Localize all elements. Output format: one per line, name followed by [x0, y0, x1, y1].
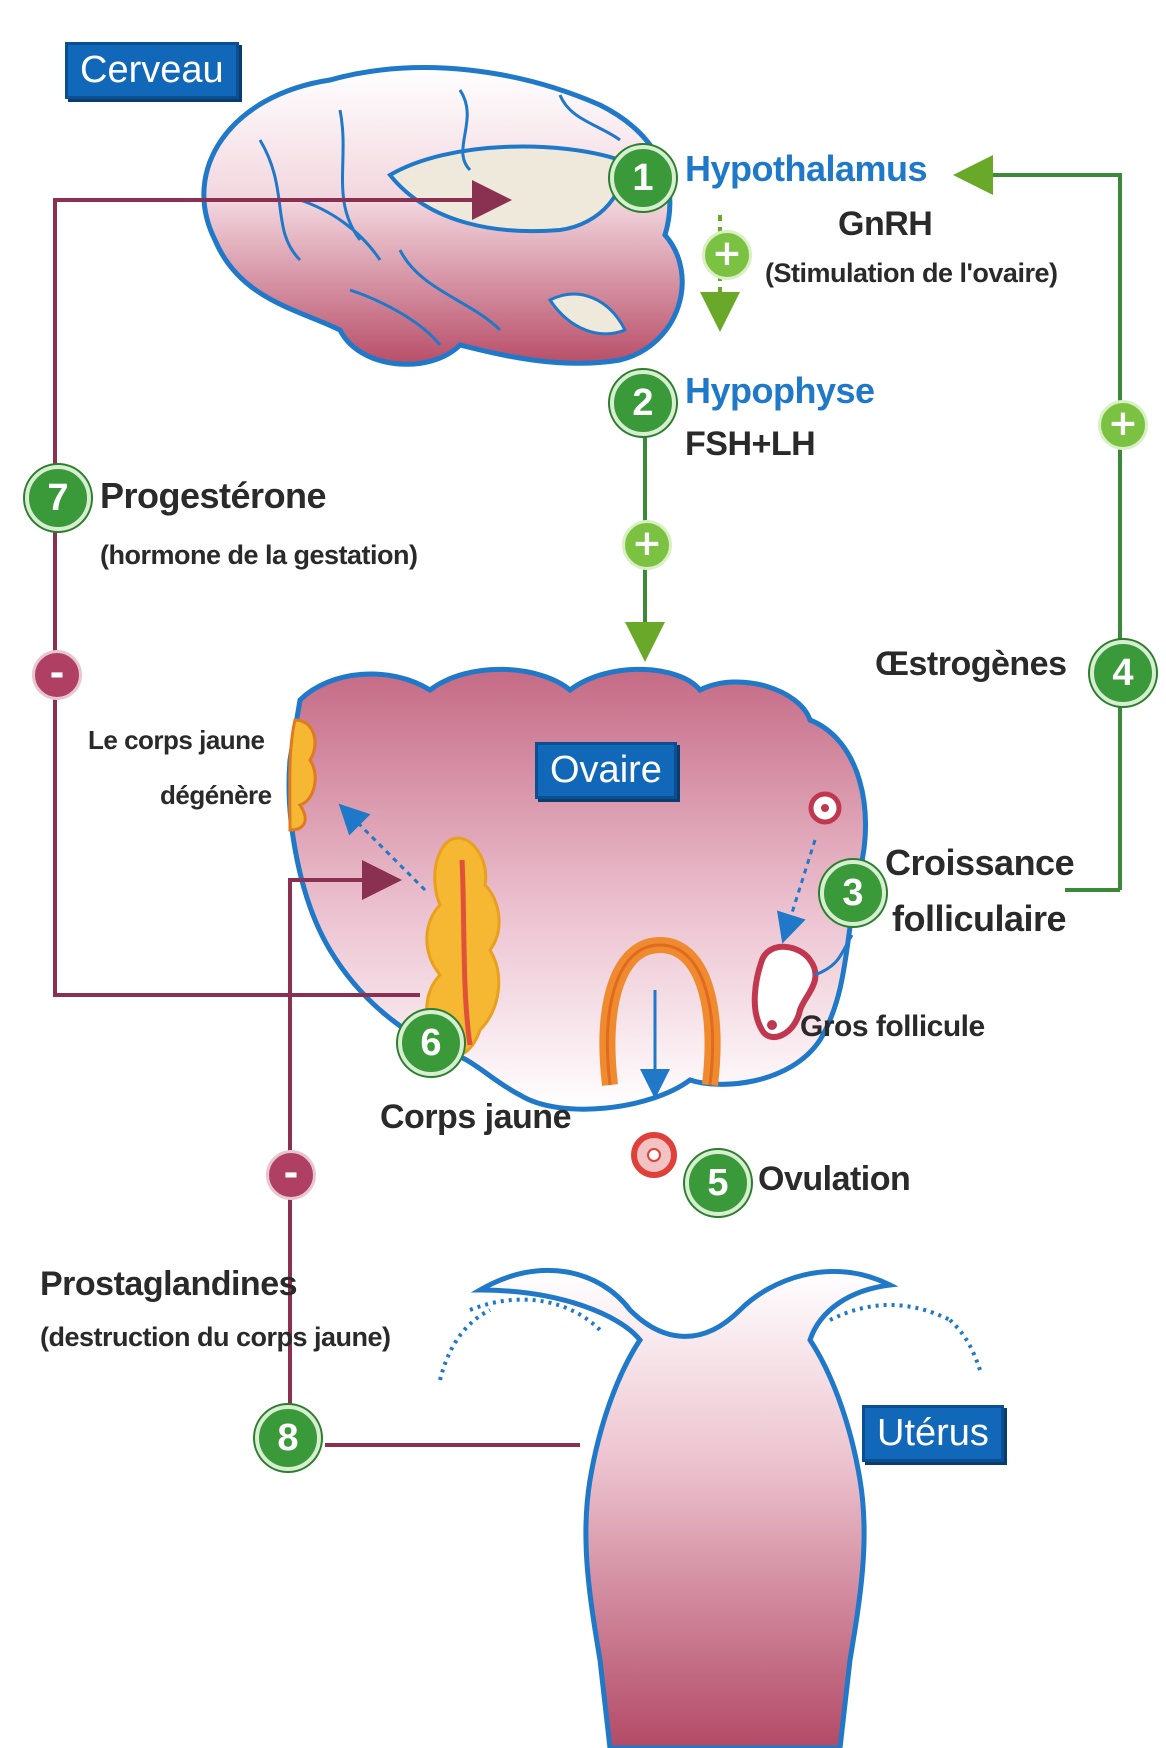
ovaire-box: Ovaire: [535, 742, 677, 799]
corps-jaune-degenere-label-1: Le corps jaune: [88, 725, 265, 756]
step-7-badge: 7: [25, 465, 91, 531]
croissance-label-1: Croissance: [885, 842, 1074, 884]
prostaglandines-label: Prostaglandines: [40, 1265, 297, 1304]
corps-jaune-degenere-label-2: dégénère: [160, 780, 272, 811]
gnrh-label: GnRH: [838, 205, 932, 244]
hypophyse-label: Hypophyse: [685, 370, 875, 412]
step-8-badge: 8: [255, 1405, 321, 1471]
progesterone-label: Progestérone: [100, 475, 326, 517]
uterus-illustration: [440, 1270, 980, 1748]
step-4-badge: 4: [1090, 640, 1156, 706]
ovulation-label: Ovulation: [758, 1160, 910, 1199]
step-2-badge: 2: [610, 370, 676, 436]
step-3-badge: 3: [820, 860, 886, 926]
minus-sign-progesterone: -: [32, 650, 82, 700]
gros-follicule-label: Gros follicule: [800, 1010, 985, 1044]
plus-sign-gnrh: +: [702, 230, 752, 280]
progesterone-note: (hormone de la gestation): [100, 540, 418, 571]
minus-sign-prostaglandines: -: [266, 1150, 316, 1200]
hypothalamus-label: Hypothalamus: [685, 148, 927, 190]
step-1-badge: 1: [610, 145, 676, 211]
cerveau-box: Cerveau: [65, 42, 239, 99]
plus-sign-oestrogenes: +: [1098, 400, 1148, 450]
croissance-label-2: folliculaire: [892, 898, 1066, 940]
brain-illustration: [204, 68, 682, 365]
fsh-lh-label: FSH+LH: [685, 425, 815, 464]
gnrh-note: (Stimulation de l'ovaire): [765, 258, 1057, 289]
corps-jaune-label: Corps jaune: [380, 1098, 571, 1137]
step-6-badge: 6: [398, 1010, 464, 1076]
oestrogenes-label: Œstrogènes: [875, 645, 1067, 684]
uterus-box: Utérus: [862, 1405, 1004, 1462]
plus-sign-fsh-lh: +: [622, 520, 672, 570]
prostaglandines-note: (destruction du corps jaune): [40, 1322, 391, 1353]
step-5-badge: 5: [685, 1150, 751, 1216]
